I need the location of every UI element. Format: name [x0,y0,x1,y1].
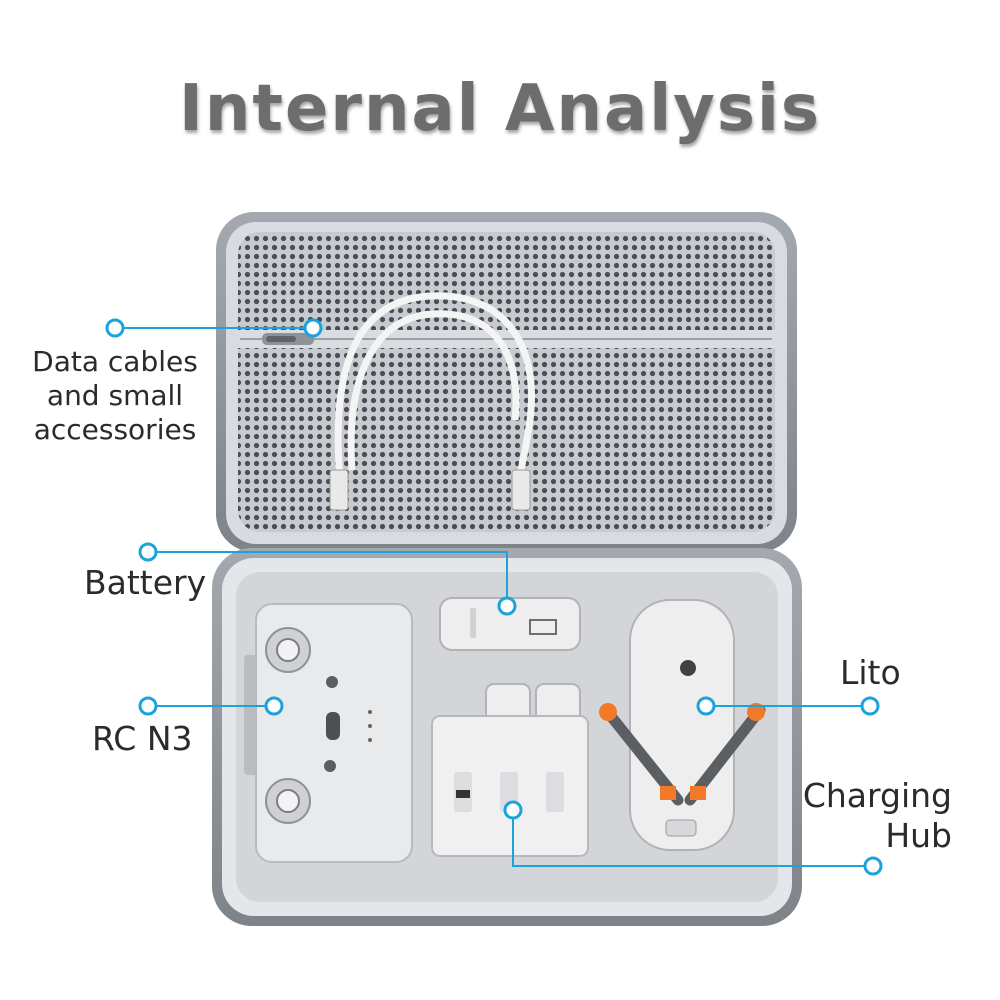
battery-marker-outer [138,542,158,562]
cables-marker-inner [303,318,323,338]
page-title: Internal Analysis [179,72,821,146]
lito-marker-inner [696,696,716,716]
callout-markers [105,318,883,876]
callouts [115,327,873,867]
label-charging-hub: Charging Hub [792,776,952,856]
rc-controller [244,603,413,863]
lito-marker-outer [860,696,880,716]
zipper-pull-icon [262,333,314,345]
label-cables-line-2: and small [46,379,184,412]
lito-drone [599,599,766,851]
label-data-cables: Data cables and small accessories [0,345,230,447]
label-hub-line-1: Charging [802,776,952,815]
label-battery: Battery [84,563,207,602]
battery-marker-inner [497,596,517,616]
cable-coil [334,292,535,481]
label-hub-line-2: Hub [885,816,952,855]
rc-marker-inner [264,696,284,716]
label-lito: Lito [840,653,901,692]
rc-marker-outer [138,696,158,716]
cables-marker-outer [105,318,125,338]
case-lid [216,212,797,552]
label-cables-line-3: accessories [33,413,197,446]
label-cables-line-1: Data cables [32,345,198,378]
hub-marker-outer [863,856,883,876]
hub-marker-inner [503,800,523,820]
charging-hub-item [431,683,589,857]
label-rc-n3: RC N3 [92,719,193,758]
